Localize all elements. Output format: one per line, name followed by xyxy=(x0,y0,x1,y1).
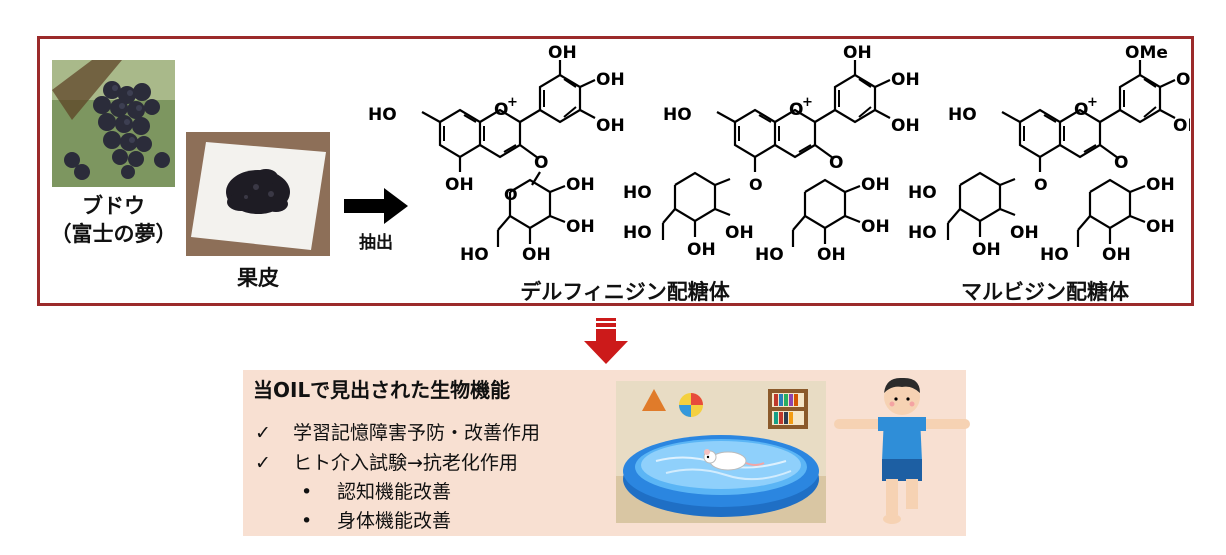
svg-text:HO: HO xyxy=(908,223,937,243)
svg-text:HO: HO xyxy=(663,105,692,125)
svg-text:OH: OH xyxy=(566,217,595,237)
finding-item: ✓ ヒト介入試験→抗老化作用 xyxy=(255,448,518,475)
delphinidin-3-glucoside-structure: O + HO OH OH OH OH O O OH OH OH HO xyxy=(368,43,625,265)
svg-text:OH: OH xyxy=(843,43,872,63)
grape-label: ブドウ xyxy=(82,194,145,218)
svg-text:HO: HO xyxy=(623,223,652,243)
svg-text:O: O xyxy=(1114,153,1128,173)
grape-variety-label: （富士の夢） xyxy=(50,222,177,246)
svg-text:O: O xyxy=(789,100,803,120)
svg-text:OH: OH xyxy=(861,175,890,195)
svg-text:+: + xyxy=(1087,95,1098,110)
finding-item: ✓ 学習記憶障害予防・改善作用 xyxy=(255,418,540,445)
svg-text:OH: OH xyxy=(1176,70,1190,90)
svg-text:HO: HO xyxy=(460,245,489,265)
svg-text:O: O xyxy=(504,185,518,204)
check-icon: ✓ xyxy=(255,422,271,444)
finding-text: ヒト介入試験→抗老化作用 xyxy=(293,452,518,474)
finding-subitem: • 認知機能改善 xyxy=(301,477,451,504)
down-arrow-icon xyxy=(584,318,628,364)
svg-text:O: O xyxy=(494,100,508,120)
peel-photo xyxy=(186,132,330,256)
anthocyanin-structures: O + HO OH OH OH OH O O OH OH OH HO O + H… xyxy=(368,43,1190,265)
svg-text:OH: OH xyxy=(566,175,595,195)
svg-text:OH: OH xyxy=(687,240,716,260)
svg-text:OH: OH xyxy=(1146,175,1175,195)
svg-text:OH: OH xyxy=(891,116,920,136)
peel-label: 果皮 xyxy=(237,266,279,290)
svg-text:OH: OH xyxy=(1102,245,1131,265)
extraction-label: 抽出 xyxy=(359,233,393,253)
svg-text:HO: HO xyxy=(1040,245,1069,265)
svg-text:OMe: OMe xyxy=(1125,43,1168,63)
svg-text:O: O xyxy=(829,153,843,173)
check-icon: ✓ xyxy=(255,452,271,474)
svg-text:OH: OH xyxy=(817,245,846,265)
delphinidin-glycoside-label: デルフィニジン配糖体 xyxy=(520,280,730,304)
svg-text:OH: OH xyxy=(522,245,551,265)
svg-text:HO: HO xyxy=(623,183,652,203)
finding-subitem: • 身体機能改善 xyxy=(301,506,451,533)
svg-text:+: + xyxy=(802,95,813,110)
finding-text: 身体機能改善 xyxy=(337,510,452,532)
svg-text:OH: OH xyxy=(891,70,920,90)
finding-text: 認知機能改善 xyxy=(337,481,452,503)
svg-text:+: + xyxy=(507,95,518,110)
finding-text: 学習記憶障害予防・改善作用 xyxy=(293,422,541,444)
svg-text:OH: OH xyxy=(548,43,577,63)
svg-text:OH: OH xyxy=(1010,223,1039,243)
extraction-arrow-icon xyxy=(344,188,408,224)
svg-text:OH: OH xyxy=(596,116,625,136)
water-maze-illustration xyxy=(616,381,826,523)
svg-text:OH: OH xyxy=(596,70,625,90)
bullet-icon: • xyxy=(301,481,313,503)
findings-title: 当OILで見出された生物機能 xyxy=(253,378,511,402)
findings-panel: 当OILで見出された生物機能 ✓ 学習記憶障害予防・改善作用 ✓ ヒト介入試験→抗老… xyxy=(243,370,966,536)
svg-text:O: O xyxy=(1034,175,1048,194)
malvidin-glycoside-label: マルビジン配糖体 xyxy=(961,280,1129,304)
svg-text:HO: HO xyxy=(948,105,977,125)
svg-text:O: O xyxy=(534,153,548,173)
svg-text:HO: HO xyxy=(368,105,397,125)
svg-text:HO: HO xyxy=(908,183,937,203)
svg-text:OH: OH xyxy=(445,175,474,195)
svg-text:O: O xyxy=(749,175,763,194)
svg-text:OH: OH xyxy=(972,240,1001,260)
svg-text:OH: OH xyxy=(725,223,754,243)
delphinidin-diglucoside-structure: O + HO OH OH OH O O HO HO OH OH OH OH OH… xyxy=(623,43,920,265)
svg-text:OH: OH xyxy=(1146,217,1175,237)
svg-text:OMe: OMe xyxy=(1173,116,1190,136)
malvidin-diglucoside-structure: O + HO OMe OH OMe O O HO HO OH OH OH OH … xyxy=(908,43,1190,265)
bullet-icon: • xyxy=(301,510,313,532)
grape-photo xyxy=(52,60,175,187)
svg-text:OH: OH xyxy=(861,217,890,237)
person-exercise-illustration xyxy=(834,377,970,524)
svg-text:HO: HO xyxy=(755,245,784,265)
svg-text:O: O xyxy=(1074,100,1088,120)
